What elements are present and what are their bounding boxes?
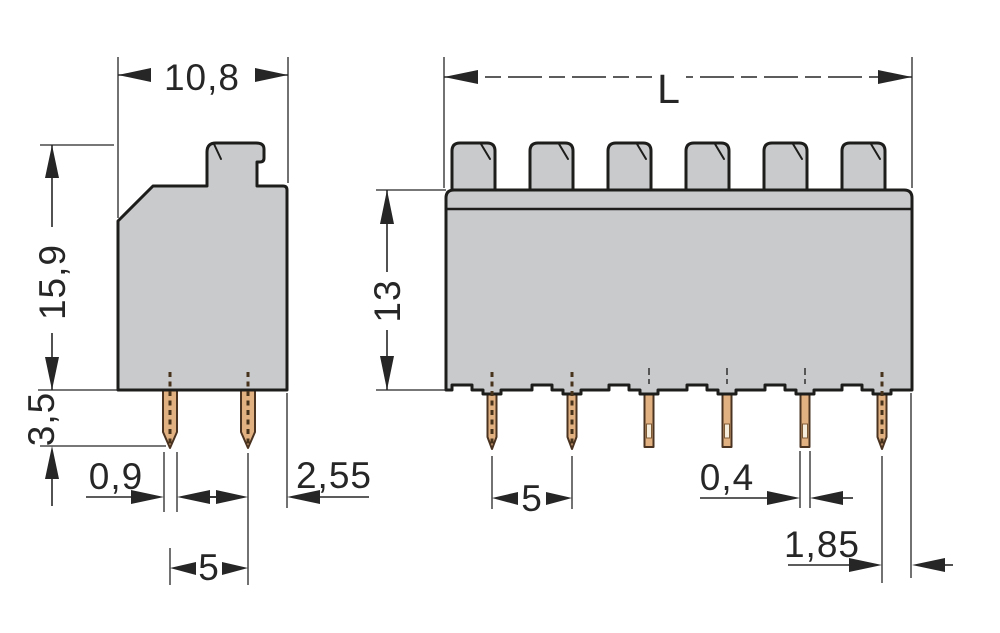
arrowhead <box>492 492 518 505</box>
dim-front-length: L <box>443 57 913 188</box>
latch-slit <box>558 143 569 160</box>
latch <box>684 141 731 193</box>
pin-crimp-notch <box>646 423 652 439</box>
latch <box>450 141 497 193</box>
arrowhead <box>380 356 394 390</box>
side-latch-slit <box>213 143 222 160</box>
arrowhead <box>380 190 394 224</box>
label-backing <box>36 227 66 333</box>
dim-label-front-height: 13 <box>367 279 408 322</box>
dim-front-pin-thickness: 0,4 <box>700 451 853 508</box>
dim-side-pitch: 5 <box>169 453 249 588</box>
dim-label-side-pitch: 5 <box>198 547 220 588</box>
side-view <box>116 141 289 449</box>
arrowhead <box>45 357 59 390</box>
arrowhead <box>118 68 151 82</box>
latch-slit <box>480 143 491 160</box>
label-backing <box>652 58 686 98</box>
latch <box>528 141 575 193</box>
latch-slit <box>870 143 881 160</box>
arrowhead <box>170 562 196 575</box>
arrowhead <box>45 446 59 479</box>
latch-slit <box>636 143 647 160</box>
latch <box>762 141 809 193</box>
latch <box>606 141 653 193</box>
dim-label-front-length: L <box>657 66 681 112</box>
latch-slit <box>792 143 803 160</box>
dim-label-front-pitch: 5 <box>521 478 543 519</box>
front-latches <box>450 141 887 193</box>
dim-front-height: 13 <box>367 189 446 391</box>
arrowhead <box>287 490 320 504</box>
arrowhead <box>255 68 288 82</box>
dim-side-right-offset: 2,55 <box>204 393 372 508</box>
dim-side-width: 10,8 <box>117 54 289 218</box>
dim-label-side-pin-width: 0,9 <box>89 456 143 497</box>
dim-front-right-offset: 1,85 <box>784 393 953 583</box>
arrowhead <box>444 70 478 84</box>
arrowhead <box>177 490 210 504</box>
arrowhead <box>878 70 912 84</box>
dim-label-side-pin-length: 3,5 <box>21 392 62 446</box>
dim-label-front-right-offset: 1,85 <box>784 524 860 565</box>
latch-slit <box>714 143 725 160</box>
dim-side-pin-width: 0,9 <box>86 452 218 512</box>
dim-label-side-height: 15,9 <box>32 244 73 320</box>
arrowhead <box>912 558 945 572</box>
label-backing <box>371 272 403 330</box>
arrowhead <box>767 491 800 505</box>
pin-crimp-notch <box>802 423 808 439</box>
pin-crimp-notch <box>724 423 730 439</box>
dim-side-pin-length: 3,5 <box>21 392 166 506</box>
latch <box>840 141 887 193</box>
dim-label-front-pin-thickness: 0,4 <box>700 457 754 498</box>
front-housing-outline <box>444 188 914 396</box>
dim-label-side-width: 10,8 <box>164 57 240 98</box>
arrowhead <box>810 491 843 505</box>
arrowhead <box>45 145 59 178</box>
dim-side-height: 15,9 <box>32 144 118 391</box>
front-view <box>444 141 914 450</box>
label-backing <box>148 54 256 94</box>
dim-label-side-right-offset: 2,55 <box>296 455 372 496</box>
arrowhead <box>216 490 248 504</box>
arrowhead <box>546 492 572 505</box>
arrowhead <box>131 490 164 504</box>
dim-front-pitch: 5 <box>491 456 573 519</box>
side-housing-outline <box>116 141 289 392</box>
arrowhead <box>222 562 248 575</box>
arrowhead <box>849 558 882 572</box>
